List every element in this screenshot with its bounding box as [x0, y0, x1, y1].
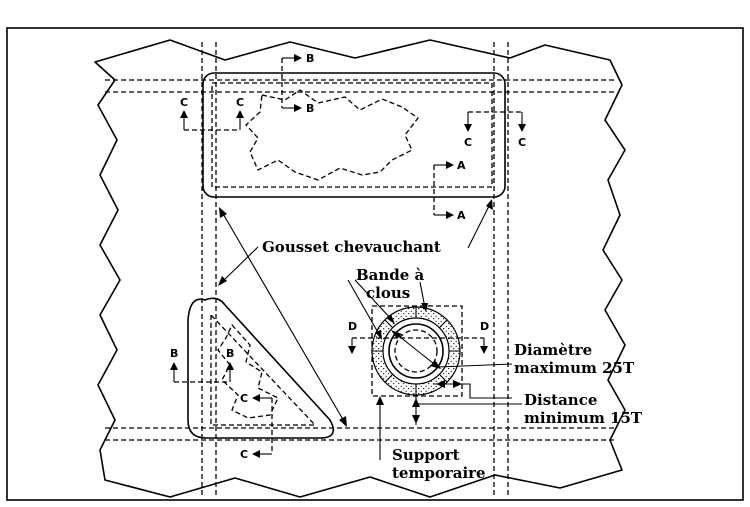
label-diameter-1: Diamètre: [514, 341, 592, 359]
section-label-a-lower: A: [457, 209, 466, 222]
section-label-c-right: C: [236, 96, 244, 109]
triangle-gusset: [187, 297, 335, 439]
label-support-1: Support: [392, 446, 460, 464]
top-gusset: [202, 72, 506, 198]
section-marker-d: [348, 337, 488, 354]
section-marker-a: [433, 161, 454, 219]
label-gusset: Gousset chevauchant: [262, 238, 441, 256]
section-marker-c-right: [464, 111, 526, 132]
section-label-a-upper: A: [457, 159, 466, 172]
section-label-c-left: C: [180, 96, 188, 109]
section-label-c-upper-right: C: [518, 136, 526, 149]
triangle-damage-outline: [217, 323, 279, 419]
label-nail-strip-2: clous: [366, 284, 410, 302]
label-distance-1: Distance: [524, 391, 597, 409]
label-nail-strip-1: Bande à: [356, 266, 425, 284]
section-label-b-upper: B: [306, 52, 314, 65]
section-marker-b-lower: [170, 362, 234, 383]
section-label-b-lower: B: [306, 102, 314, 115]
section-marker-c-left: [180, 110, 244, 131]
label-support-2: temporaire: [392, 464, 486, 482]
skin-panel-outline: [94, 39, 626, 498]
triangle-gusset-inner: [210, 313, 317, 426]
section-label-b-lower-right: B: [226, 347, 234, 360]
section-label-c-upper-left: C: [464, 136, 472, 149]
top-gusset-inner: [211, 82, 493, 188]
section-label-d-right: D: [480, 320, 489, 333]
round-repair: [371, 306, 461, 396]
figure-frame: [6, 27, 744, 501]
section-label-c-lower-lower: C: [240, 448, 248, 461]
section-label-d-left: D: [348, 320, 357, 333]
section-marker-b-top: [281, 54, 302, 112]
label-diameter-2: maximum 25T: [514, 359, 635, 377]
section-label-c-lower-upper: C: [240, 392, 248, 405]
section-marker-c-lower: [252, 394, 273, 458]
top-damage-outline: [245, 89, 419, 181]
section-label-b-lower-left: B: [170, 347, 178, 360]
label-distance-2: minimum 15T: [524, 409, 643, 427]
